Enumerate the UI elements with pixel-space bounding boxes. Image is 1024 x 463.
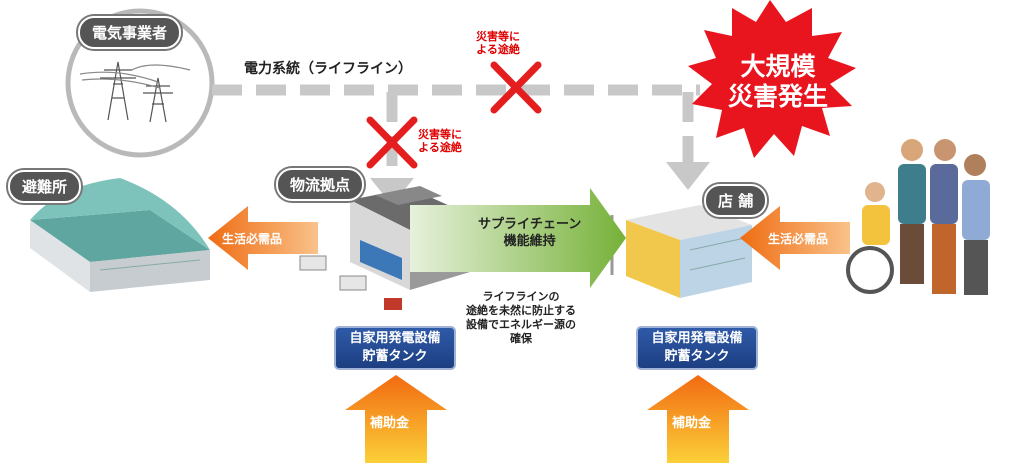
truck-icon [299, 255, 402, 310]
daily-goods-arrow-left [208, 206, 318, 270]
disruption-cross-1 [490, 61, 542, 114]
supply-chain-label: サプライチェーン 機能維持 [478, 217, 582, 249]
power-line [212, 84, 700, 180]
daily-goods-label-right: 生活必需品 [768, 232, 829, 246]
disruption-label-1: 災害等に よる途絶 [476, 30, 520, 56]
logistics-label: 物流拠点 [276, 168, 365, 201]
daily-goods-arrow-right [740, 206, 850, 270]
subsidy-arrow-right [647, 375, 749, 463]
people-icon [846, 139, 990, 295]
power-line-label: 電力系統（ライフライン） [244, 61, 412, 77]
daily-goods-label-left: 生活必需品 [222, 232, 283, 246]
disruption-cross-2 [366, 116, 418, 169]
store-icon [610, 205, 752, 298]
power-company-label: 電気事業者 [78, 16, 182, 49]
lifeline-note: ライフラインの 途絶を未然に防止する 設備でエネルギー源の 確保 [466, 290, 576, 345]
store-label: 店 舗 [704, 184, 768, 217]
shelter-label: 避難所 [8, 170, 82, 203]
subsidy-label-right: 補助金 [672, 416, 712, 431]
disaster-burst [688, 0, 856, 158]
power-arrow-store [666, 162, 710, 190]
supply-chain-arrow [410, 188, 626, 288]
pylon-icon [79, 61, 191, 123]
generator-box-left: 自家用発電設備 貯蓄タンク [336, 328, 454, 368]
generator-box-right: 自家用発電設備 貯蓄タンク [638, 328, 756, 368]
subsidy-label-left: 補助金 [370, 416, 410, 431]
subsidy-arrow-left [345, 375, 447, 463]
disruption-label-2: 災害等に よる途絶 [418, 128, 462, 154]
big-disaster-label: 大規模 災害発生 [728, 52, 829, 111]
power-arrow-logistics [370, 178, 414, 205]
